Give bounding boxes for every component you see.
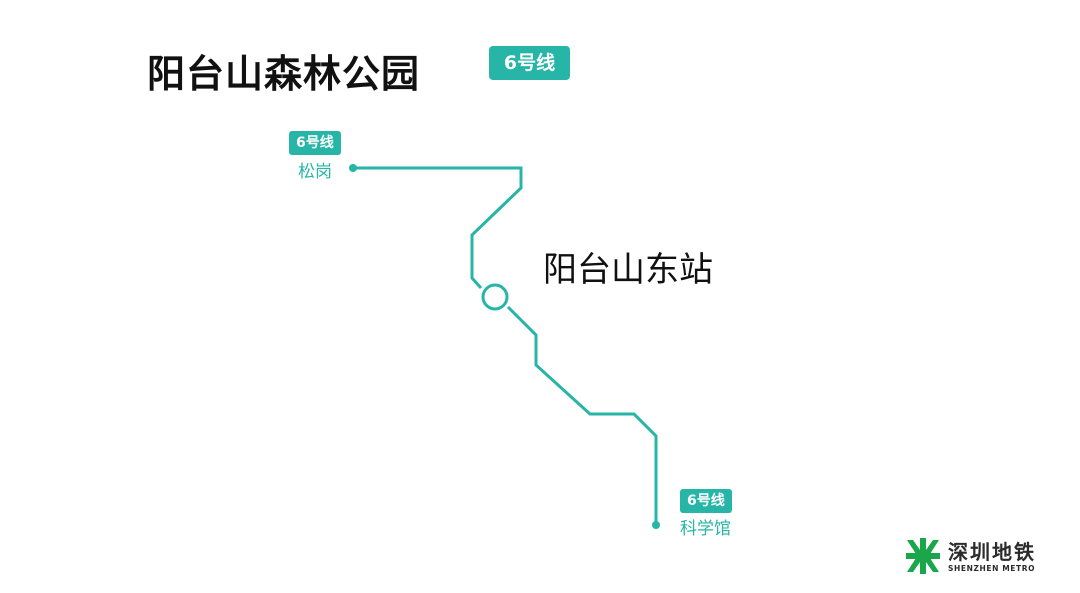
logo-name-en: SHENZHEN METRO: [948, 564, 1036, 573]
logo-name-cn: 深圳地铁: [948, 540, 1036, 564]
line-6-route-south: [506, 305, 658, 524]
station-marker-current[interactable]: [481, 283, 509, 311]
station-label-songgang: 松岗: [298, 162, 332, 182]
page-title: 阳台山森林公园: [147, 52, 421, 96]
station-label-kexueguan: 科学馆: [680, 519, 731, 539]
station-dot-songgang[interactable]: [349, 164, 357, 172]
line-badge-header: 6号线: [489, 46, 570, 80]
current-station-label: 阳台山东站: [543, 250, 713, 290]
shenzhen-metro-logo: 深圳地铁 SHENZHEN METRO: [906, 538, 1056, 578]
line-6-route: [353, 166, 523, 290]
station-dot-kexueguan[interactable]: [652, 521, 660, 529]
line-badge-songgang: 6号线: [289, 131, 341, 155]
shenzhen-metro-logo-icon: [906, 538, 940, 574]
line-badge-kexueguan: 6号线: [680, 489, 732, 513]
